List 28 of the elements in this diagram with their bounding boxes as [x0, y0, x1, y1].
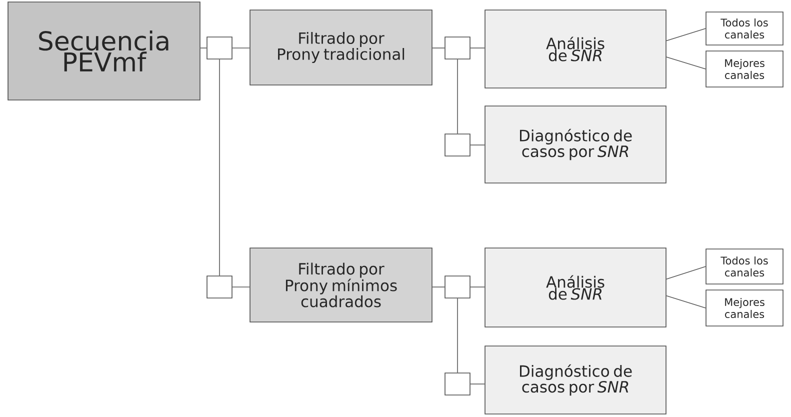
- option-box: Mejores canales: [706, 290, 784, 326]
- junction-box: [206, 36, 232, 60]
- connector-line: [457, 298, 458, 373]
- process-box: Diagnóstico de casos por SNR: [484, 346, 666, 414]
- junction-box: [444, 372, 470, 396]
- option-box: Mejores canales: [706, 50, 784, 88]
- connector-line: [232, 286, 250, 288]
- process-box: Filtrado por Prony mínimos cuadrados: [250, 248, 432, 322]
- connector-line: [666, 56, 706, 70]
- connector-line: [470, 144, 485, 146]
- connector-line: [457, 59, 458, 134]
- connector-line: [432, 286, 445, 288]
- process-box: Análisis de SNR: [484, 10, 666, 88]
- connector-line: [666, 295, 706, 308]
- junction-box: [444, 276, 470, 298]
- process-box: Diagnóstico de casos por SNR: [484, 106, 666, 184]
- junction-box: [206, 276, 232, 298]
- title-box: Secuencia PEVmf: [8, 2, 200, 100]
- connector-line: [666, 266, 706, 280]
- option-box: Todos los canales: [706, 248, 784, 284]
- connector-line: [666, 28, 706, 42]
- process-box: Filtrado por Prony tradicional: [250, 10, 432, 86]
- option-box: Todos los canales: [706, 12, 784, 46]
- junction-box: [444, 36, 470, 60]
- connector-line: [470, 286, 485, 288]
- process-box: Análisis de SNR: [484, 248, 666, 328]
- junction-box: [444, 134, 470, 156]
- connector-line: [219, 59, 220, 276]
